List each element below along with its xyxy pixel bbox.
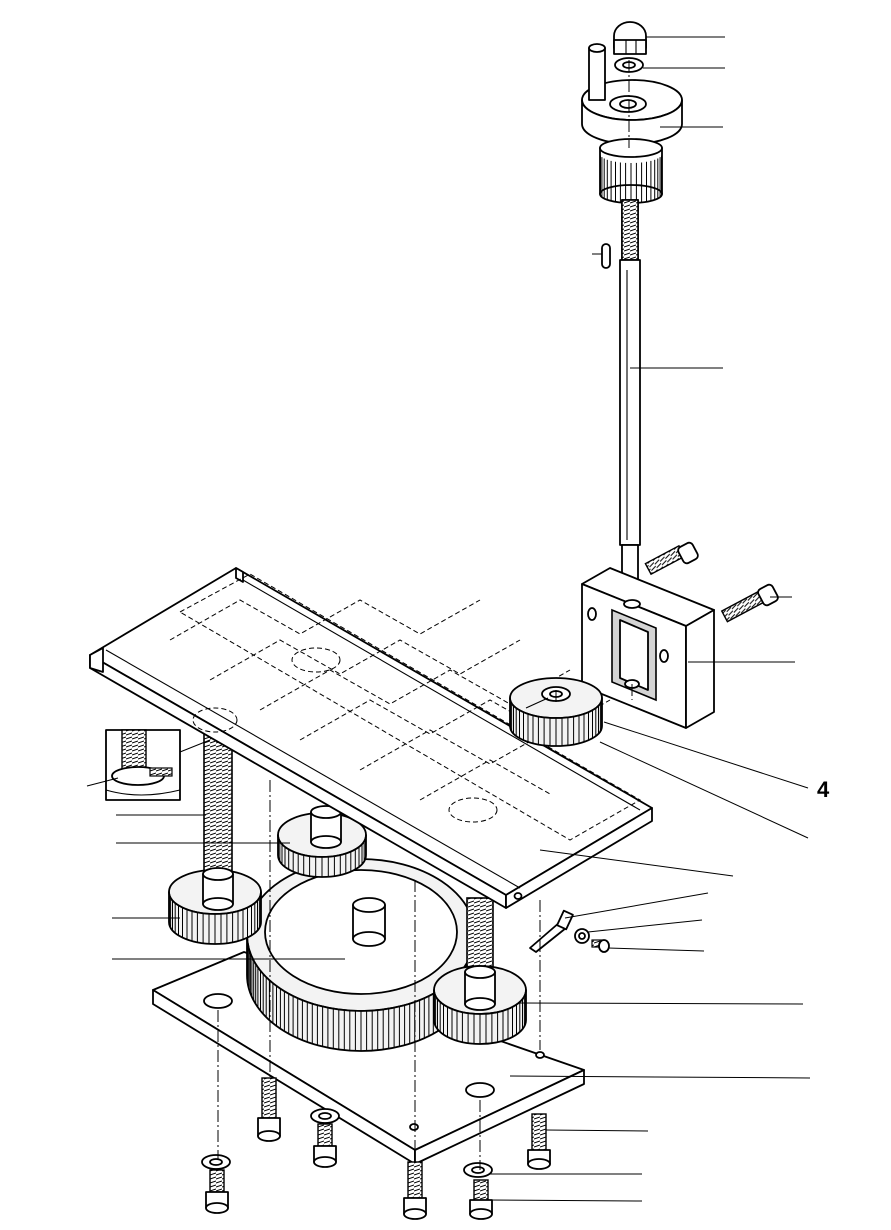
bracket-screw-side bbox=[720, 583, 779, 623]
acorn-nut bbox=[613, 21, 647, 55]
table-top bbox=[89, 567, 653, 909]
key-pin bbox=[601, 243, 611, 269]
bolt-4-washer bbox=[201, 1154, 231, 1214]
callout-label-4: 4 bbox=[817, 777, 830, 802]
centerlines bbox=[217, 60, 633, 1170]
side-washer bbox=[574, 928, 590, 944]
bolt-3 bbox=[403, 1161, 427, 1220]
bolt-1 bbox=[257, 1077, 281, 1142]
taper-pin bbox=[529, 909, 574, 953]
bolt-2-washer bbox=[310, 1108, 340, 1168]
bracket-block bbox=[581, 567, 715, 729]
bolt-5 bbox=[527, 1113, 551, 1170]
washer-bottom bbox=[463, 1162, 493, 1178]
right-small-gear bbox=[433, 965, 527, 1045]
rear-small-gear bbox=[277, 805, 367, 878]
detail-inset bbox=[105, 729, 211, 801]
right-lead-screw bbox=[466, 897, 494, 979]
left-small-gear bbox=[168, 867, 262, 945]
bracket-screw-rear bbox=[644, 541, 699, 576]
handwheel bbox=[581, 43, 683, 145]
knurled-collar bbox=[599, 138, 663, 204]
bolt-6 bbox=[469, 1179, 493, 1220]
vertical-shaft bbox=[619, 199, 641, 591]
side-screw bbox=[591, 939, 610, 953]
worm-gear bbox=[509, 677, 603, 747]
leader-lines bbox=[86, 36, 811, 1202]
